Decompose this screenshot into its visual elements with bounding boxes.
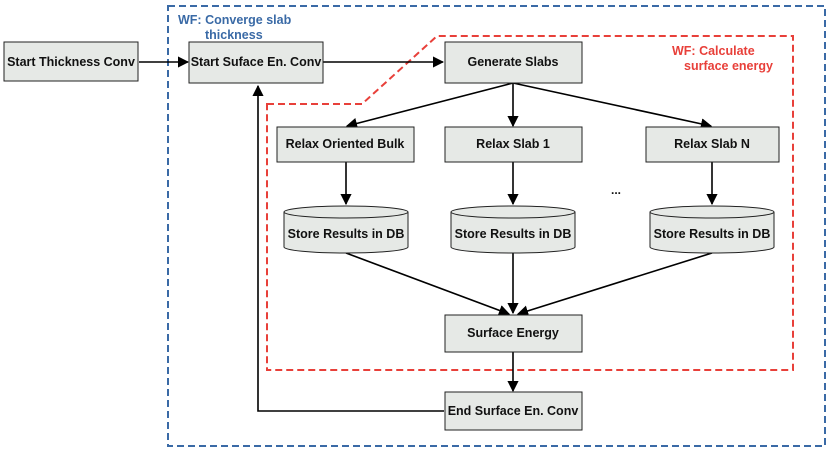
- node-start-surface: Start Suface En. Conv: [188, 41, 324, 84]
- node-relax-bulk-label: Relax Oriented Bulk: [286, 137, 405, 151]
- node-start-thickness-label: Start Thickness Conv: [7, 55, 135, 69]
- node-end-surface-label: End Surface En. Conv: [448, 404, 579, 418]
- edge-store1-to-surface-energy: [345, 252, 511, 316]
- node-relax-slab-1: Relax Slab 1: [444, 126, 583, 163]
- node-generate-slabs-label: Generate Slabs: [467, 55, 558, 69]
- edge-generate-to-relax-slabN: [512, 82, 713, 130]
- node-start-surface-label: Start Suface En. Conv: [191, 55, 322, 69]
- node-generate-slabs: Generate Slabs: [444, 41, 583, 84]
- node-store-results-3-label: Store Results in DB: [654, 227, 771, 241]
- node-store-results-3: Store Results in DB: [649, 205, 775, 254]
- edge-store3-to-surface-energy: [516, 252, 713, 317]
- node-store-results-2-label: Store Results in DB: [455, 227, 572, 241]
- node-store-results-1-label: Store Results in DB: [288, 227, 405, 241]
- outer-workflow-label-line1: WF: Converge slab: [178, 13, 292, 27]
- outer-workflow-boundary: [167, 5, 826, 447]
- node-relax-bulk: Relax Oriented Bulk: [276, 126, 415, 163]
- edge-end-loop-to-start-surface: [252, 84, 444, 412]
- node-store-results-2: Store Results in DB: [450, 205, 576, 254]
- node-relax-slab-1-label: Relax Slab 1: [476, 137, 550, 151]
- node-relax-slab-n: Relax Slab N: [645, 126, 780, 163]
- node-store-results-1: Store Results in DB: [283, 205, 409, 254]
- edge-generate-to-relax-bulk: [345, 82, 514, 129]
- node-surface-energy-label: Surface Energy: [467, 326, 559, 340]
- inner-workflow-boundary: [266, 35, 794, 371]
- edges: [139, 56, 718, 412]
- inner-workflow-label-line1: WF: Calculate: [672, 44, 755, 58]
- node-surface-energy: Surface Energy: [444, 314, 583, 353]
- node-end-surface: End Surface En. Conv: [444, 391, 583, 431]
- inner-workflow-label-line2: surface energy: [684, 59, 773, 73]
- node-start-thickness: Start Thickness Conv: [3, 41, 139, 82]
- outer-workflow-label-line2: thickness: [205, 28, 263, 42]
- node-relax-slab-n-label: Relax Slab N: [674, 137, 750, 151]
- more-slabs-ellipsis: ...: [611, 183, 621, 197]
